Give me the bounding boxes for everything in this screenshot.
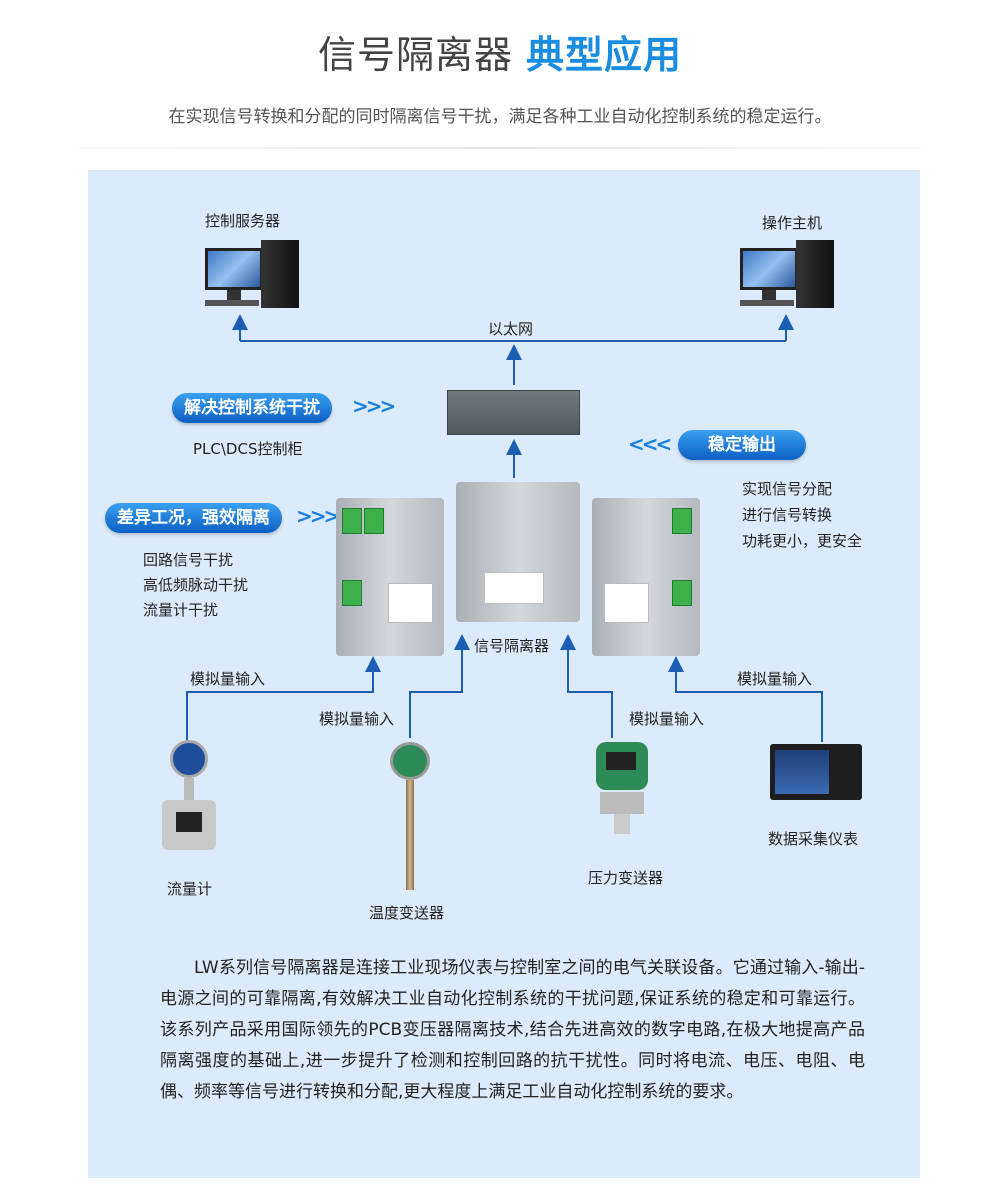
temperature-transmitter-icon [388, 742, 433, 890]
point: 进行信号转换 [742, 506, 833, 524]
left-points: 回路信号干扰 高低频脉动干扰 流量计干扰 [143, 548, 248, 623]
title-normal: 信号隔离器 [317, 33, 513, 77]
line-flowmeter [186, 656, 381, 742]
divider [40, 147, 960, 149]
point: 高低频脉动干扰 [143, 576, 249, 594]
device-label: 数据采集仪表 [768, 830, 859, 848]
title-highlight: 典型应用 [526, 33, 683, 77]
server-computer-icon [205, 240, 300, 310]
flowmeter-icon [158, 740, 220, 860]
subtitle: 在实现信号转换和分配的同时隔离信号干扰，满足各种工业自动化控制系统的稳定运行。 [168, 107, 832, 127]
chevrons-right-icon: >>> [352, 394, 396, 418]
input-label: 模拟量输入 [319, 710, 395, 728]
device-label: 流量计 [167, 880, 213, 898]
badge-solve-interference: 解决控制系统干扰 [172, 393, 332, 423]
input-label: 模拟量输入 [737, 670, 813, 688]
chevrons-right-icon: >>> [296, 504, 340, 528]
page-title: 信号隔离器 典型应用 [0, 24, 1000, 79]
description-paragraph: LW系列信号隔离器是连接工业现场仪表与控制室之间的电气关联设备。它通过输入-输出… [160, 958, 865, 1102]
diagram-panel [88, 170, 920, 1178]
data-logger-icon [770, 744, 862, 800]
badge-stable-output: 稳定输出 [678, 430, 806, 460]
isolator-right-icon [592, 498, 700, 656]
device-label: 压力变送器 [588, 869, 664, 887]
isolator-left-icon [336, 498, 444, 656]
host-label: 操作主机 [762, 214, 823, 232]
pressure-transmitter-icon [592, 742, 652, 837]
point: 功耗更小，更安全 [742, 532, 863, 550]
input-label: 模拟量输入 [629, 710, 705, 728]
host-computer-icon [740, 240, 835, 310]
isolator-label: 信号隔离器 [474, 637, 550, 655]
point: 实现信号分配 [742, 480, 833, 498]
server-label: 控制服务器 [205, 212, 281, 230]
network-label: 以太网 [488, 320, 534, 338]
right-points: 实现信号分配 进行信号转换 功耗更小，更安全 [742, 476, 862, 554]
line-temperature [409, 634, 470, 738]
chevrons-left-icon: <<< [628, 432, 672, 456]
plc-icon [447, 390, 580, 435]
point: 回路信号干扰 [143, 551, 234, 569]
isolator-center-icon [456, 482, 580, 622]
badge-strong-isolation: 差异工况，强效隔离 [105, 503, 282, 533]
device-label: 温度变送器 [369, 904, 445, 922]
plc-label: PLC\DCS控制柜 [193, 440, 303, 458]
line-datalogger [668, 656, 823, 742]
line-pressure [560, 634, 613, 738]
input-label: 模拟量输入 [190, 670, 266, 688]
point: 流量计干扰 [143, 601, 219, 619]
